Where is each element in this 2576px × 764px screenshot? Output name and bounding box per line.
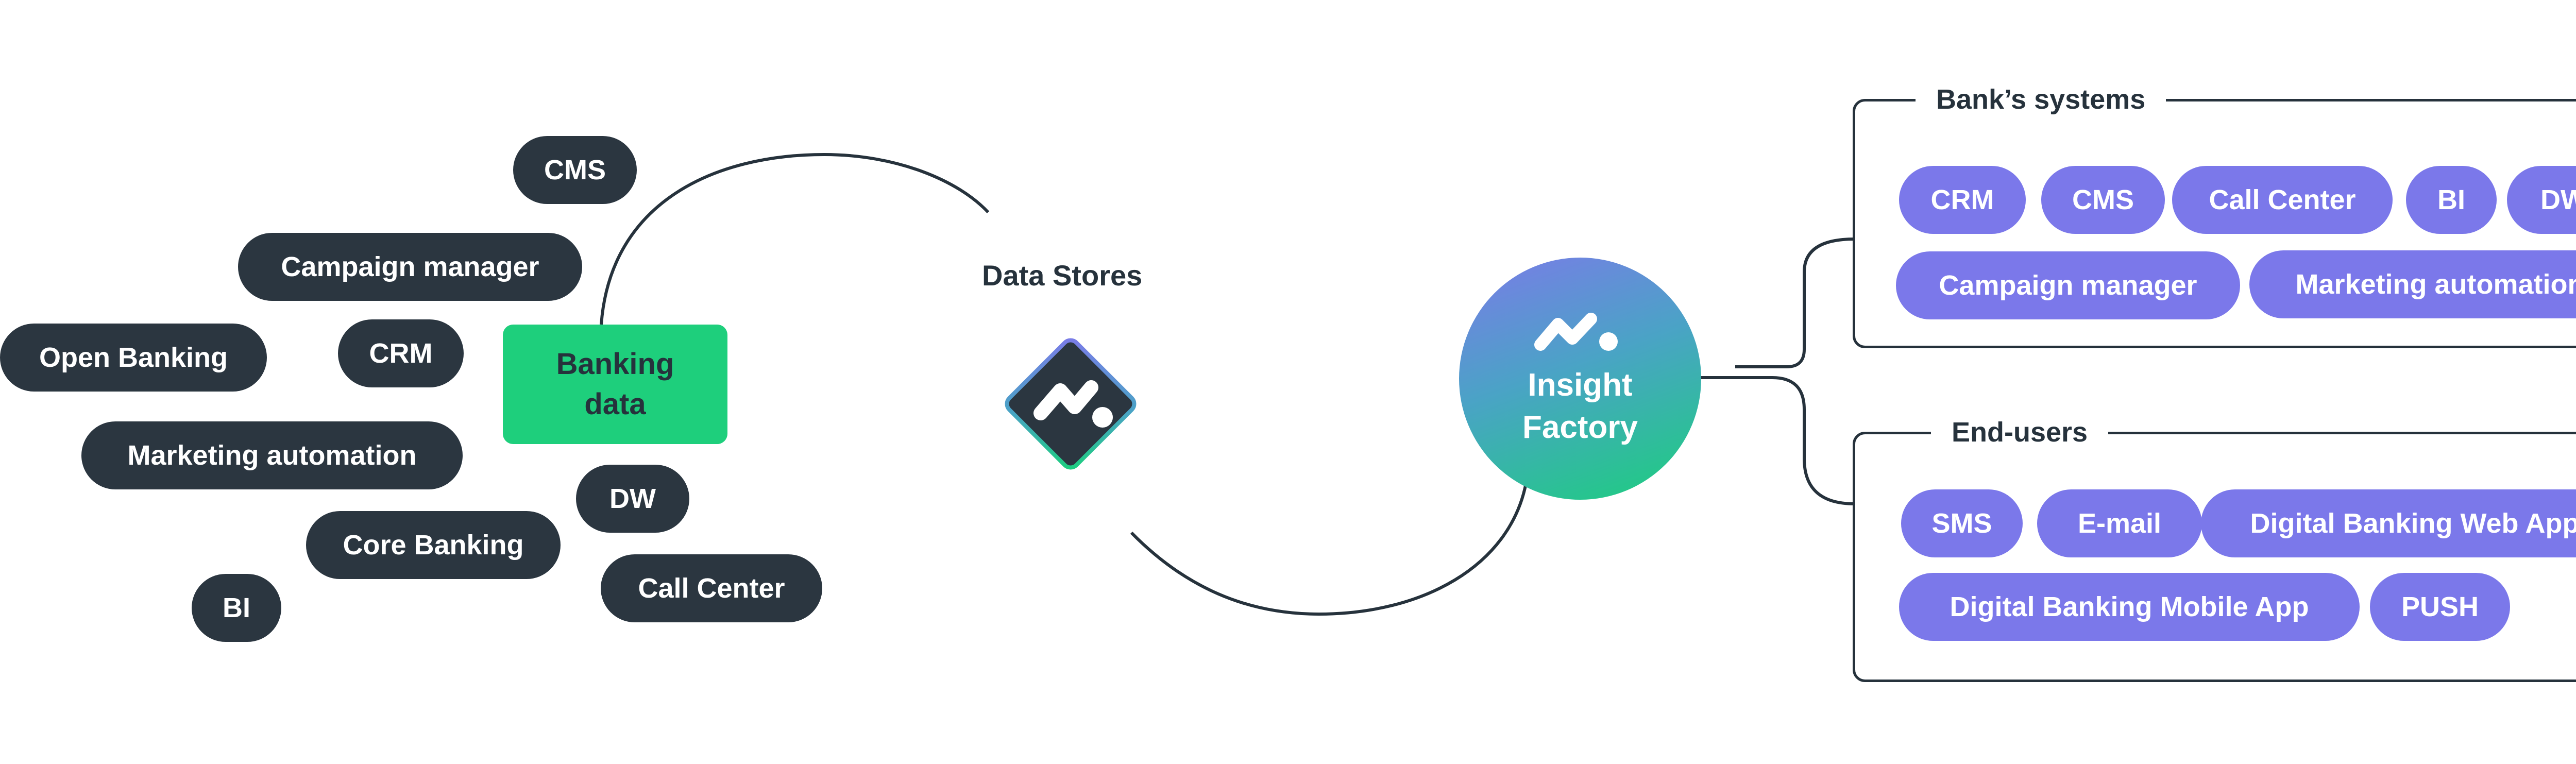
data-stores-logo-icon — [1005, 338, 1137, 470]
bank-system-call-center: Call Center — [2172, 166, 2393, 234]
bracket-to-bank-systems — [1735, 237, 1855, 368]
insight-logo-icon — [1534, 313, 1618, 351]
end-users-title: End-users — [1931, 414, 2109, 450]
lower-arc-connector — [1130, 483, 1528, 616]
end-user-sms: SMS — [1901, 489, 2023, 557]
insight-factory-line1: Insight — [1528, 367, 1633, 403]
end-user-email: E-mail — [2037, 489, 2202, 557]
source-call-center: Call Center — [601, 554, 822, 622]
data-stores-label: Data Stores — [982, 259, 1143, 292]
bracket-to-end-users — [1772, 376, 1855, 505]
source-crm: CRM — [338, 319, 464, 387]
end-user-push: PUSH — [2370, 573, 2510, 641]
bank-system-bi: BI — [2406, 166, 2497, 234]
end-user-digital-banking-web-app: Digital Banking Web App — [2201, 489, 2576, 557]
banking-data-line2: data — [584, 387, 646, 421]
banks-systems-title: Bank’s systems — [1916, 81, 2166, 117]
source-open-banking: Open Banking — [0, 324, 267, 392]
bank-system-campaign-manager: Campaign manager — [1896, 251, 2240, 319]
bank-system-marketing-automation: Marketing automation — [2249, 250, 2576, 318]
end-users-group — [1853, 432, 2576, 682]
banks-systems-group — [1853, 99, 2576, 348]
upper-arc-connector — [600, 152, 990, 325]
bank-system-cms: CMS — [2041, 166, 2165, 234]
insight-factory-circle: Insight Factory — [1459, 258, 1701, 500]
bank-system-dw: DW — [2507, 166, 2576, 234]
source-dw: DW — [576, 465, 689, 533]
end-user-digital-banking-mobile-app: Digital Banking Mobile App — [1899, 573, 2360, 641]
source-cms: CMS — [513, 136, 637, 204]
source-core-banking: Core Banking — [306, 511, 561, 579]
source-marketing-automation: Marketing automation — [81, 421, 463, 489]
insight-factory-line2: Factory — [1522, 410, 1638, 445]
bank-system-crm: CRM — [1899, 166, 2026, 234]
banking-data-box: Banking data — [503, 325, 727, 444]
source-bi: BI — [192, 574, 281, 642]
banking-data-line1: Banking — [556, 347, 674, 381]
source-campaign-manager: Campaign manager — [238, 233, 582, 301]
